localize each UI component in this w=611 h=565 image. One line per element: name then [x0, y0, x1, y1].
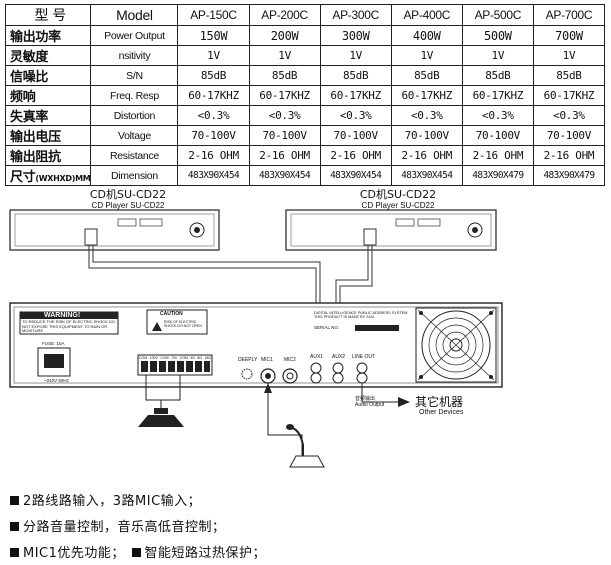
table-cell: 60-17KHZ	[390, 85, 463, 106]
other-devices-label: 其它机器 Other Devices	[415, 395, 464, 417]
line-out-label: LINE OUT	[352, 354, 376, 360]
serial-label: SERIAL NO.	[314, 325, 340, 330]
cd-player-left-label: CD机SU-CD22 CD Player SU-CD22	[68, 189, 188, 211]
row-label-cn: 输出功率	[4, 25, 92, 46]
table-cell: 60-17KHZ	[532, 85, 606, 106]
terminal-label: 16Ω	[204, 356, 211, 360]
fuse-label: FUSE: 10A	[42, 341, 65, 346]
warning-title: WARNING!	[44, 312, 81, 319]
mic1-label: MIC1	[261, 357, 273, 363]
terminal-labels: COM 100V COM 70V COM 4Ω 8Ω 16Ω	[139, 356, 211, 360]
table-cell: 60-17KHZ	[248, 85, 321, 106]
other-devices-en: Other Devices	[419, 409, 464, 416]
table-row: 输出功率 Power Output 150W 200W 300W 400W 50…	[4, 25, 606, 46]
terminal-label: COM	[139, 356, 148, 360]
spec-table: 型 号 Model AP-150C AP-200C AP-300C AP-400…	[4, 4, 606, 186]
table-cell: 2-16 OHM	[248, 145, 321, 166]
table-cell: <0.3%	[390, 105, 463, 126]
cd-left-subtitle: CD Player SU-CD22	[91, 201, 165, 210]
audio-output-en: Audio Output	[355, 402, 385, 408]
row-label-cn: 输出电压	[4, 125, 92, 146]
terminal-label: 70V	[170, 356, 178, 360]
terminal-label: 8Ω	[197, 356, 202, 360]
bullet-square-icon	[131, 548, 141, 557]
feature-text: 智能短路过热保护；	[144, 546, 267, 561]
table-cell: 85dB	[390, 65, 463, 86]
table-cell: 2-16 OHM	[177, 145, 250, 166]
mic2-label: MIC2	[284, 357, 296, 363]
audio-output-label: 音频输出 Audio Output	[355, 396, 384, 408]
aux1-label: AUX1	[310, 354, 324, 360]
warning-text: TO REDUCE THE RISK OF ELECTRIC SHOCK DO …	[22, 319, 115, 333]
caution-text: RISK OF ELECTRIC SHOCK DO NOT OPEN	[164, 320, 202, 328]
row-label-cn: 频响	[4, 85, 92, 106]
line-out-arrow	[361, 383, 410, 407]
row-label-cn: 灵敏度	[4, 45, 92, 66]
row-label-en: Dimension	[90, 165, 179, 186]
caution-title: CAUTION	[160, 311, 183, 317]
bullet-square-icon	[10, 496, 19, 505]
table-cell: 2-16 OHM	[390, 145, 463, 166]
terminal-label: COM	[179, 356, 188, 360]
row-label-en: Power Output	[90, 25, 179, 46]
header-model: AP-400C	[390, 4, 463, 26]
row-label-cn: 信噪比	[4, 65, 92, 86]
cd-player-right-label: CD机SU-CD22 CD Player SU-CD22	[338, 189, 458, 211]
system-text: DIGITAL INTELLIGENCE PUBLIC ADDRESS SYST…	[314, 311, 408, 320]
table-cell: 70-100V	[248, 125, 321, 146]
table-cell: <0.3%	[532, 105, 606, 126]
table-row: 输出电压 Voltage 70-100V 70-100V 70-100V 70-…	[4, 125, 606, 146]
row-label-en: nsitivity	[90, 45, 179, 66]
table-header-row: 型 号 Model AP-150C AP-200C AP-300C AP-400…	[4, 4, 606, 26]
table-row: 频响 Freq. Resp 60-17KHZ 60-17KHZ 60-17KHZ…	[4, 85, 606, 106]
terminal-label: 100V	[149, 356, 158, 360]
terminal-label: 4Ω	[190, 356, 195, 360]
feature-line-1: 2路线路输入，3路MIC输入；	[10, 490, 201, 509]
dimension-cn: 尺寸	[10, 170, 36, 185]
feature-text: MIC1优先功能；	[23, 546, 125, 561]
table-row: 尺寸(WXHXD)MM Dimension 483X90X454 483X90X…	[4, 165, 606, 186]
table-cell: 483X90X454	[177, 165, 250, 186]
feature-line-2: 分路音量控制，音乐高低音控制；	[10, 516, 226, 535]
speaker-horn-icon	[138, 408, 184, 427]
table-cell: 70-100V	[461, 125, 534, 146]
power-label: ~240V 50Hz	[44, 378, 69, 383]
table-cell: 483X90X479	[532, 165, 606, 186]
other-devices-cn: 其它机器	[415, 395, 464, 409]
deeply-label: DEEPLY	[238, 357, 258, 363]
table-row: 灵敏度 nsitivity 1V 1V 1V 1V 1V 1V	[4, 45, 606, 66]
table-cell: 60-17KHZ	[177, 85, 250, 106]
microphone-icon	[264, 383, 325, 468]
feature-text: 分路音量控制，音乐高低音控制；	[23, 520, 226, 535]
feature-line-3: MIC1优先功能； 智能短路过热保护；	[10, 542, 266, 561]
cd-right-subtitle: CD Player SU-CD22	[361, 201, 435, 210]
amplifier-rear-panel	[9, 302, 503, 388]
table-cell: 85dB	[532, 65, 606, 86]
bullet-square-icon	[10, 522, 19, 531]
table-cell: 85dB	[177, 65, 250, 86]
table-cell: 700W	[532, 25, 606, 46]
table-cell: 70-100V	[532, 125, 606, 146]
bullet-square-icon	[10, 548, 19, 557]
cd-left-title: CD机SU-CD22	[89, 188, 167, 201]
feature-text: 2路线路输入，3路MIC输入；	[23, 494, 202, 509]
audio-output-cn: 音频输出	[355, 396, 376, 402]
cd-player-right	[285, 209, 497, 251]
cd-player-left	[9, 209, 220, 251]
table-cell: 1V	[248, 45, 321, 66]
row-label-en: Resistance	[90, 145, 179, 166]
header-model: AP-300C	[319, 4, 392, 26]
table-cell: 300W	[319, 25, 392, 46]
cd-right-title: CD机SU-CD22	[359, 188, 437, 201]
row-label-cn: 尺寸(WXHXD)MM	[4, 165, 92, 186]
dimension-unit: (WXHXD)MM	[35, 174, 91, 183]
aux2-label: AUX2	[332, 354, 346, 360]
terminal-label: COM	[160, 356, 169, 360]
